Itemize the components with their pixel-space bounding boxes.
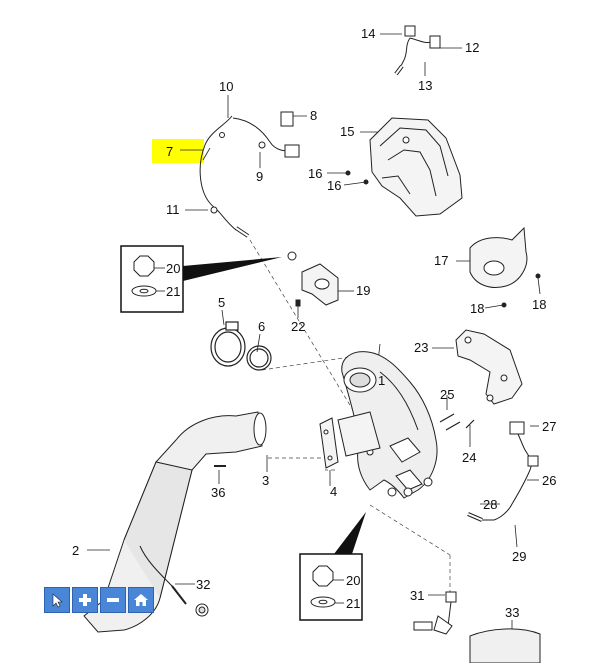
callout-11: 11 xyxy=(166,202,180,217)
part-31 xyxy=(413,591,457,635)
exhaust-pipe-2 xyxy=(83,411,267,633)
callout-17: 17 xyxy=(434,253,448,268)
gasket-6 xyxy=(246,345,272,371)
callout-18-left: 18 xyxy=(470,301,484,316)
highlight-box xyxy=(152,139,204,163)
callout-24: 24 xyxy=(462,450,476,465)
callout-21-upper: 21 xyxy=(166,284,180,299)
callout-20-lower: 20 xyxy=(346,573,360,588)
callout-27: 27 xyxy=(542,419,556,434)
callout-7: 7 xyxy=(166,144,173,159)
home-icon xyxy=(134,594,148,606)
callout-18-right: 18 xyxy=(532,297,546,312)
callout-20-upper: 20 xyxy=(166,261,180,276)
oxygen-sensor-26 xyxy=(467,421,539,522)
studs-25 xyxy=(439,413,475,431)
bracket-23 xyxy=(455,329,523,405)
cursor-button[interactable] xyxy=(44,587,70,613)
dashed-lines xyxy=(249,239,451,595)
callout-13: 13 xyxy=(418,78,432,93)
callout-31: 31 xyxy=(410,588,424,603)
callout-21-lower: 21 xyxy=(346,596,360,611)
callout-16-lower: 16 xyxy=(327,178,341,193)
bracket-19 xyxy=(287,251,339,307)
zoom-out-icon xyxy=(107,598,119,602)
callout-32: 32 xyxy=(196,577,210,592)
callout-15: 15 xyxy=(340,124,354,139)
callout-3: 3 xyxy=(262,473,269,488)
callout-2: 2 xyxy=(72,543,79,558)
callout-22: 22 xyxy=(291,319,305,334)
part-33 xyxy=(469,628,541,664)
oxygen-sensor-12 xyxy=(394,25,441,76)
callout-33: 33 xyxy=(505,605,519,620)
zoom-in-button[interactable] xyxy=(72,587,98,613)
callout-box-upper xyxy=(120,245,184,313)
heat-shield-15 xyxy=(345,117,463,217)
cursor-icon xyxy=(52,593,63,608)
callout-1: 1 xyxy=(378,373,385,388)
heat-shield-17 xyxy=(469,226,541,308)
callout-6: 6 xyxy=(258,319,265,334)
pointer-triangle xyxy=(334,512,366,554)
callout-26: 26 xyxy=(542,473,556,488)
clamp-5 xyxy=(210,321,246,367)
zoom-in-icon xyxy=(79,594,91,606)
callout-10: 10 xyxy=(219,79,233,94)
callout-12: 12 xyxy=(465,40,479,55)
zoom-out-button[interactable] xyxy=(100,587,126,613)
pointer-triangle xyxy=(183,257,282,281)
flange-3 xyxy=(319,411,381,469)
callout-19: 19 xyxy=(356,283,370,298)
callout-36: 36 xyxy=(211,485,225,500)
callout-box-lower xyxy=(299,553,363,621)
home-button[interactable] xyxy=(128,587,154,613)
callout-8: 8 xyxy=(310,108,317,123)
callout-5: 5 xyxy=(218,295,225,310)
leader-lines xyxy=(87,33,541,632)
callout-4: 4 xyxy=(330,484,337,499)
callout-9: 9 xyxy=(256,169,263,184)
callout-23: 23 xyxy=(414,340,428,355)
zoom-toolbar xyxy=(44,587,154,613)
callout-29: 29 xyxy=(512,549,526,564)
callout-28: 28 xyxy=(483,497,497,512)
oxygen-sensor-7 xyxy=(199,111,300,238)
callout-labels: 1 2 3 4 5 6 7 8 9 10 11 12 13 14 15 16 1… xyxy=(72,26,556,620)
callout-14: 14 xyxy=(361,26,375,41)
callout-24-25: 25 xyxy=(440,387,454,402)
callout-16-upper: 16 xyxy=(308,166,322,181)
